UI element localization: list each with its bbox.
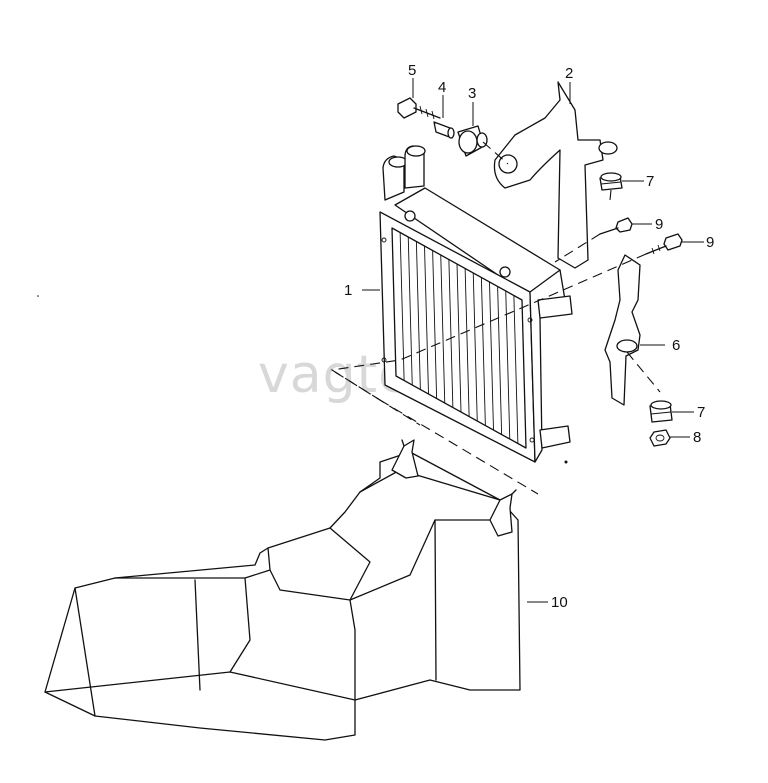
callout-9-lower: 9	[706, 234, 714, 251]
callout-6: 6	[672, 337, 680, 354]
radiator-fin	[407, 236, 413, 386]
radiator-fin	[472, 272, 478, 422]
callout-2: 2	[565, 65, 573, 82]
screw-9-upper	[599, 217, 633, 235]
radiator-fin	[456, 263, 462, 413]
callout-1: 1	[344, 282, 352, 299]
upper-bracket	[493, 81, 618, 269]
callout-3: 3	[468, 85, 476, 102]
callout-5: 5	[408, 62, 416, 79]
radiator-fin	[399, 232, 405, 381]
callout-labels: 1 2 3 4 5 6 7 7 8 9 9 10	[344, 62, 714, 611]
rubber-bushing-7-lower	[649, 400, 673, 423]
rubber-bushing-7-upper	[599, 172, 623, 191]
callout-leaders	[362, 78, 704, 603]
radiator-fin	[489, 281, 494, 431]
radiator-inlet-pipes	[382, 145, 426, 201]
radiator-fin	[480, 277, 486, 426]
radiator-core	[379, 187, 573, 463]
lower-bracket	[604, 254, 641, 406]
radiator-fin	[440, 254, 446, 404]
rubber-mount-3	[457, 125, 488, 157]
callout-7-upper: 7	[646, 173, 654, 190]
radiator-fin	[497, 286, 503, 435]
radiator-fin	[448, 259, 454, 408]
callout-4: 4	[438, 79, 446, 96]
sleeve-4	[433, 121, 455, 139]
callout-10: 10	[551, 594, 568, 611]
radiator-fin	[415, 241, 421, 390]
bolt-5	[397, 97, 441, 120]
stray-mark	[37, 295, 39, 297]
air-duct	[44, 439, 521, 741]
nut-8	[649, 429, 671, 447]
radiator-fin	[505, 290, 511, 440]
callout-7-lower: 7	[697, 404, 705, 421]
screw-9-lower	[645, 233, 683, 255]
radiator-fin	[432, 250, 438, 399]
radiator-fin	[513, 295, 519, 444]
radiator-fins	[399, 232, 519, 444]
callout-9-upper: 9	[655, 216, 663, 233]
callout-8: 8	[693, 429, 701, 446]
stray-mark	[564, 460, 568, 464]
assembly-lines	[330, 141, 661, 495]
radiator-fin	[424, 245, 429, 395]
radiator-fin	[464, 268, 470, 417]
